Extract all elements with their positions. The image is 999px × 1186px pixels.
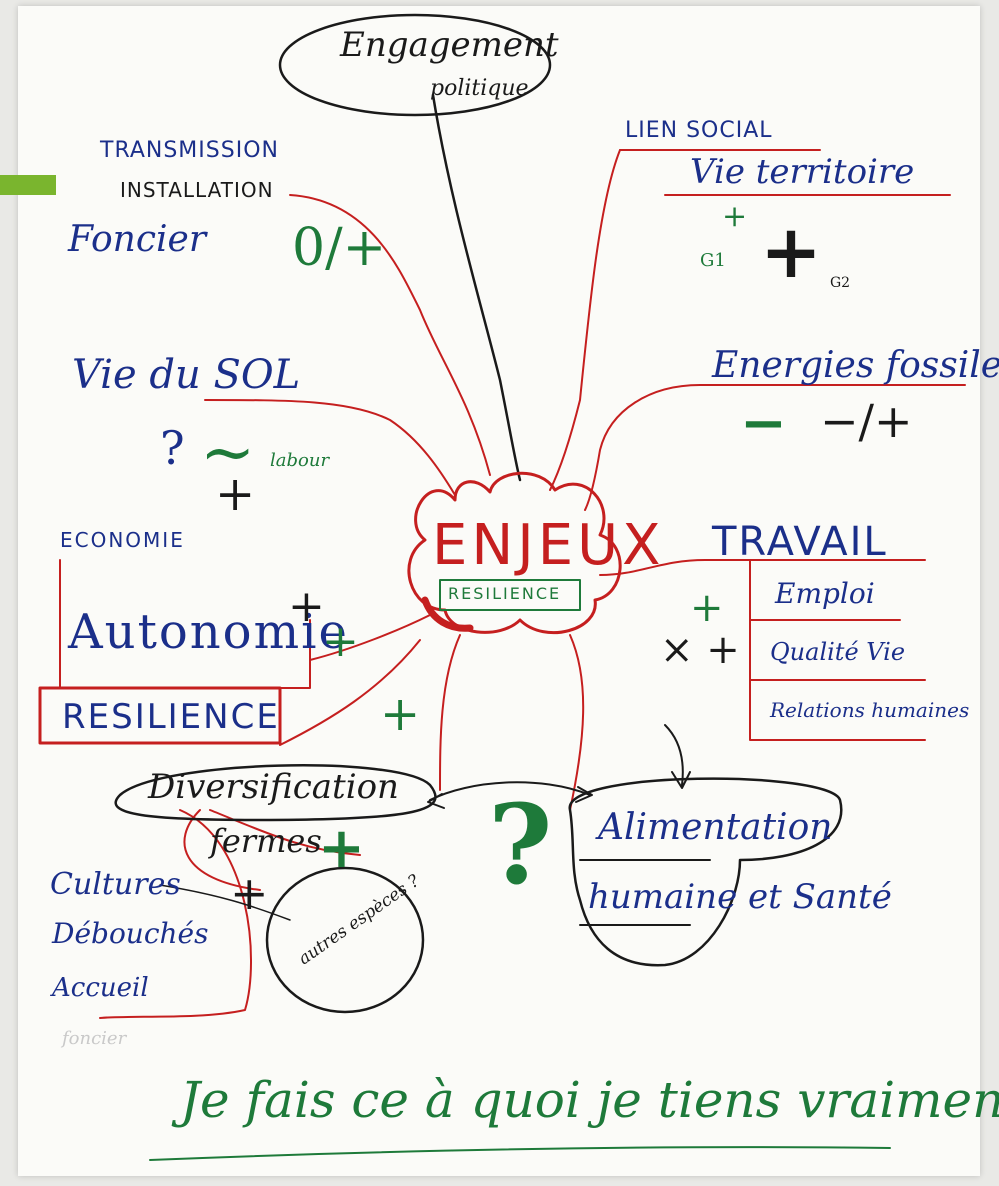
g1-plus: +	[722, 199, 748, 234]
alimentation-underline	[579, 859, 711, 926]
link-fermes	[209, 809, 361, 856]
link-resilience	[279, 639, 421, 746]
travail-label: TRAVAIL	[712, 519, 888, 565]
alimentation-label: Alimentation	[598, 807, 833, 848]
fermes-label: fermes	[210, 822, 322, 860]
slogan: Je fais ce à quoi je tiens vraiment	[180, 1071, 999, 1129]
link-alimentation	[569, 634, 585, 811]
engagement-oval	[278, 13, 552, 117]
labour-label: labour	[270, 450, 330, 471]
transmission-label: TRANSMISSION	[100, 138, 279, 163]
g2-plus: +	[760, 209, 823, 295]
autonomie-label: Autonomie	[68, 604, 349, 660]
slogan-underline	[149, 1146, 891, 1161]
link-lien-social-branch	[549, 149, 621, 491]
link-travail	[599, 559, 926, 576]
link-engagement	[431, 93, 522, 482]
humaine-sante-label: humaine et Santé	[588, 877, 892, 917]
link-vie-du-sol	[204, 399, 456, 496]
link-cultures	[183, 809, 261, 891]
arrow-head-left	[427, 793, 445, 809]
foncier-label: Foncier	[68, 219, 207, 260]
travail-marks-black: × +	[660, 627, 740, 673]
link-energies	[584, 384, 701, 511]
autonomie-plus-black: +	[288, 581, 325, 632]
engagement-label: Engagement	[340, 25, 559, 65]
accueil-label: Accueil	[52, 973, 149, 1003]
resilience-plus: +	[380, 686, 421, 742]
politique-label: politique	[430, 76, 529, 101]
alimentation-blob	[568, 777, 843, 967]
qualite-vie-label: Qualité Vie	[770, 638, 906, 666]
foncier-mark: 0/+	[292, 218, 387, 278]
autonomie-plus-green: +	[322, 616, 359, 667]
diversification-oval	[114, 764, 437, 822]
autres-especes-circle	[265, 866, 425, 1014]
energies-label: Energies fossiles	[712, 345, 999, 386]
lien-social-label: LIEN SOCIAL	[625, 118, 773, 143]
energies-mark-green: −	[740, 390, 787, 456]
debouches-label: Débouchés	[52, 917, 209, 950]
vie-du-sol-label: Vie du SOL	[72, 352, 301, 398]
resilience-subtitle: RESILIENCE	[448, 584, 562, 603]
enjeux-title: ENJEUX	[432, 513, 665, 578]
emploi-label: Emploi	[775, 577, 875, 610]
link-diversification	[439, 634, 461, 791]
enjeux-cloud-accent	[421, 596, 474, 632]
link-transmission	[289, 194, 491, 476]
g1-label: G1	[700, 250, 726, 271]
enjeux-cloud	[407, 471, 622, 635]
flipchart-paper	[18, 6, 980, 1176]
resilience-box	[439, 579, 581, 611]
cultures-label: Cultures	[50, 867, 181, 902]
travail-bracket	[749, 559, 926, 741]
installation-label: INSTALLATION	[120, 178, 274, 202]
tilde-mark: ~	[200, 414, 256, 491]
vie-territoire-label: Vie territoire	[690, 152, 915, 192]
energies-mark-black: −/+	[820, 394, 913, 448]
economie-label: ECONOMIE	[60, 528, 185, 552]
center-question-mark: ?	[488, 780, 553, 909]
resilience-left-label: RESILIENCE	[62, 697, 280, 737]
link-economie	[309, 614, 431, 661]
diversification-label: Diversification	[148, 767, 399, 807]
relations-humaines-label: Relations humaines	[770, 698, 970, 722]
link-cultures-to-circle	[159, 884, 291, 921]
arrow-head-right	[575, 786, 593, 803]
travail-plus-green: +	[690, 585, 724, 631]
resilience-left-box	[38, 686, 282, 745]
sol-question: ?	[160, 421, 185, 475]
foncier-faint-label: foncier	[62, 1028, 127, 1049]
bottom-left-bracket	[99, 809, 253, 1019]
g2-label: G2	[830, 275, 851, 291]
sol-plus: +	[215, 466, 256, 522]
fermes-plus: +	[318, 815, 365, 881]
double-arrow	[429, 781, 591, 801]
green-accent-bar	[0, 175, 56, 195]
cultures-plus: +	[230, 866, 269, 920]
